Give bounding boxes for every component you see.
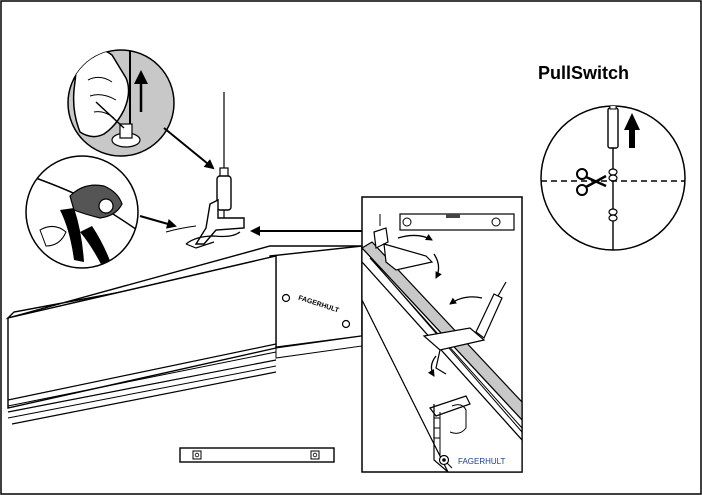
scissors-icon [576, 168, 607, 196]
inset-brand-label: FAGERHULT [458, 457, 506, 466]
arrow-to-clip [139, 215, 177, 229]
cable-cutter-icon [29, 175, 138, 268]
up-arrow-icon [624, 113, 640, 148]
pullswitch-detail-circle [540, 105, 686, 251]
arrow-to-cord [163, 127, 215, 170]
cable-cutter-detail-circle [25, 155, 139, 269]
luminaire-housing: FAGERHULT [5, 245, 363, 425]
installation-inset: FAGERHULT [361, 196, 523, 473]
pullswitch-title: PullSwitch [538, 63, 630, 83]
pull-cord-switch-assembly [165, 92, 245, 249]
pull-cord-detail-circle [67, 49, 175, 157]
up-arrow-icon [134, 70, 148, 112]
mounting-bracket [179, 447, 335, 463]
